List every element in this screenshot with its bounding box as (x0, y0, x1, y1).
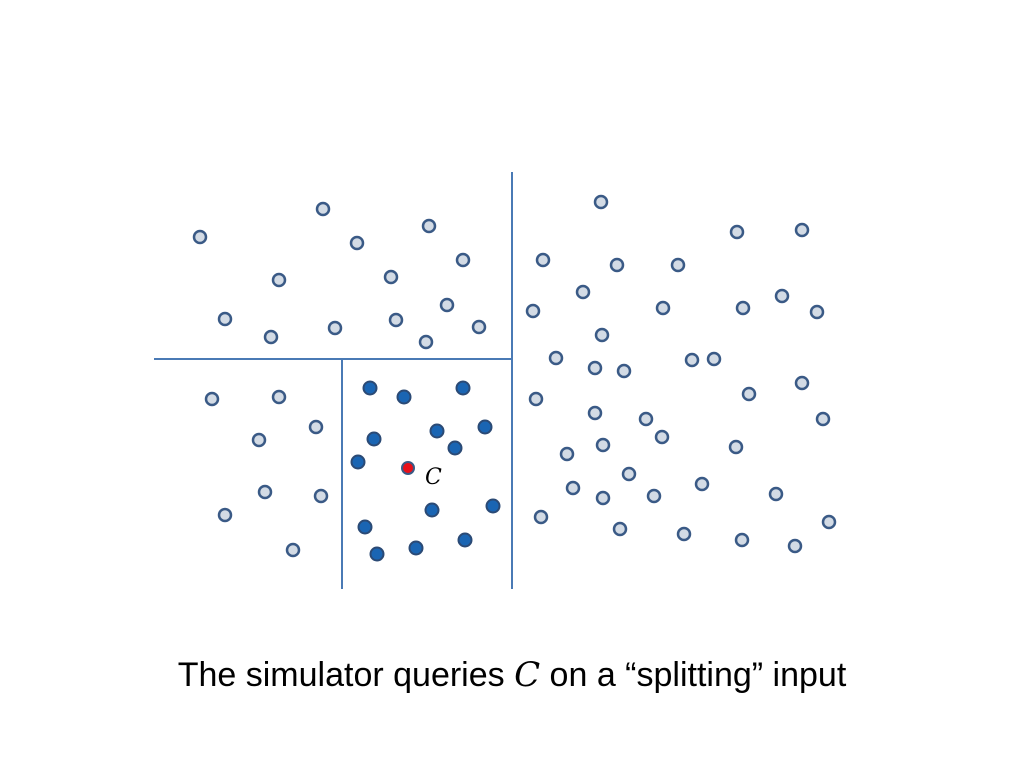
selected-point (366, 431, 382, 447)
hollow-point (528, 391, 544, 407)
hollow-point (794, 375, 810, 391)
hollow-point (271, 389, 287, 405)
hollow-point (575, 284, 591, 300)
hollow-point (439, 297, 455, 313)
hollow-point (285, 542, 301, 558)
hollow-point (257, 484, 273, 500)
hollow-point (388, 312, 404, 328)
caption-symbol: C (514, 655, 541, 695)
selected-points (350, 380, 501, 562)
hollow-point (535, 252, 551, 268)
caption-before: The simulator queries (177, 656, 515, 694)
selected-point (396, 389, 412, 405)
hollow-point (593, 194, 609, 210)
hollow-point (595, 437, 611, 453)
selected-point (357, 519, 373, 535)
hollow-point (646, 488, 662, 504)
hollow-point (684, 352, 700, 368)
query-label: C (425, 465, 442, 490)
hollow-point (706, 351, 722, 367)
hollow-point (654, 429, 670, 445)
hollow-point (735, 300, 751, 316)
selected-point (350, 454, 366, 470)
hollow-point (327, 320, 343, 336)
hollow-point (694, 476, 710, 492)
hollow-point (313, 488, 329, 504)
hollow-point (794, 222, 810, 238)
hollow-point (616, 363, 632, 379)
selected-point (429, 423, 445, 439)
hollow-point (559, 446, 575, 462)
selected-point (485, 498, 501, 514)
selected-point (447, 440, 463, 456)
hollow-point (774, 288, 790, 304)
hollow-point (728, 439, 744, 455)
hollow-point (741, 386, 757, 402)
hollow-point (655, 300, 671, 316)
selected-point (424, 502, 440, 518)
caption-after: on a “splitting” input (540, 656, 847, 694)
selected-point (457, 532, 473, 548)
hollow-point (533, 509, 549, 525)
hollow-point (809, 304, 825, 320)
hollow-point (271, 272, 287, 288)
hollow-point (548, 350, 564, 366)
hollow-point (638, 411, 654, 427)
caption: The simulator queries C on a “splitting”… (0, 655, 1024, 695)
selected-point (477, 419, 493, 435)
hollow-points (192, 194, 837, 558)
hollow-point (204, 391, 220, 407)
hollow-point (612, 521, 628, 537)
hollow-point (263, 329, 279, 345)
hollow-point (192, 229, 208, 245)
hollow-point (587, 360, 603, 376)
hollow-point (217, 311, 233, 327)
hollow-point (349, 235, 365, 251)
hollow-point (729, 224, 745, 240)
hollow-point (383, 269, 399, 285)
hollow-point (815, 411, 831, 427)
hollow-point (421, 218, 437, 234)
hollow-point (734, 532, 750, 548)
hollow-point (251, 432, 267, 448)
hollow-point (587, 405, 603, 421)
selected-point (369, 546, 385, 562)
hollow-point (670, 257, 686, 273)
hollow-point (315, 201, 331, 217)
hollow-point (308, 419, 324, 435)
hollow-point (594, 327, 610, 343)
selected-point (362, 380, 378, 396)
hollow-point (768, 486, 784, 502)
hollow-point (676, 526, 692, 542)
hollow-point (609, 257, 625, 273)
hollow-point (455, 252, 471, 268)
query-point (401, 461, 415, 475)
hollow-point (595, 490, 611, 506)
hollow-point (217, 507, 233, 523)
hollow-point (418, 334, 434, 350)
selected-point (455, 380, 471, 396)
hollow-point (787, 538, 803, 554)
hollow-point (525, 303, 541, 319)
hollow-point (565, 480, 581, 496)
hollow-point (621, 466, 637, 482)
hollow-point (471, 319, 487, 335)
hollow-point (821, 514, 837, 530)
query-point-group (401, 461, 415, 475)
selected-point (408, 540, 424, 556)
